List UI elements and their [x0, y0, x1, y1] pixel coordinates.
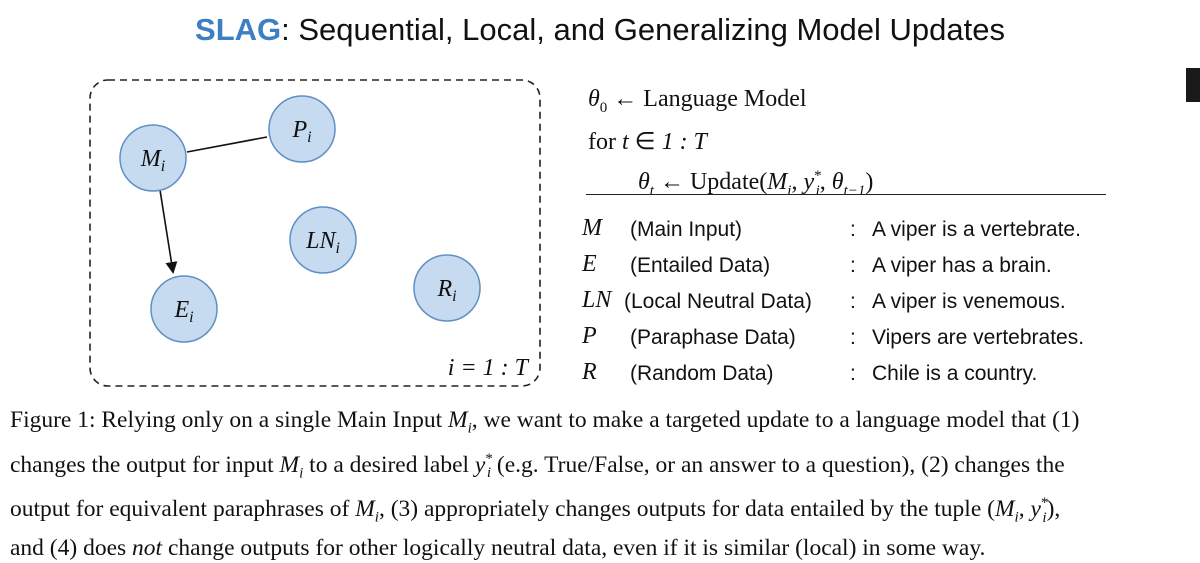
plate-label: i = 1 : T [448, 355, 530, 381]
update-algorithm: θ0 ← Language Model for t ∈ 1 : T θt ← U… [588, 82, 873, 208]
algo-line-3: θt ← Update(Mi, y*i, θt−1) [638, 167, 874, 199]
node-m: Mi [119, 124, 187, 192]
edge-m-to-p [186, 136, 268, 153]
divider-line [586, 194, 1106, 195]
graphical-model-diagram: Mi Pi LNi Ri Ei i = 1 : T [89, 79, 541, 387]
node-p: Pi [268, 95, 336, 163]
node-r-label: Ri [436, 276, 456, 305]
node-ln: LNi [289, 206, 357, 274]
algo-line-2: for t ∈ 1 : T [588, 128, 707, 155]
plate-box [89, 79, 541, 387]
node-m-label: Mi [140, 146, 165, 175]
scrollbar-thumb[interactable] [1186, 68, 1200, 102]
figure-caption: Figure 1: Relying only on a single Main … [10, 405, 1195, 563]
caption-line-1: Figure 1: Relying only on a single Main … [10, 407, 1080, 437]
node-e: Ei [150, 275, 218, 343]
title-rest: : Sequential, Local, and Generalizing Mo… [281, 12, 1005, 47]
caption-line-3: output for equivalent paraphrases of Mi,… [10, 495, 1061, 526]
figure-title: SLAG: Sequential, Local, and Generalizin… [0, 12, 1200, 48]
edge-m-to-e [159, 189, 178, 274]
caption-line-4: and (4) does not change outputs for othe… [10, 534, 986, 561]
node-ln-label: LNi [305, 228, 340, 257]
algo-line-1: θ0 ← Language Model [588, 86, 807, 116]
node-p-label: Pi [291, 117, 311, 146]
node-r: Ri [413, 254, 481, 322]
node-e-label: Ei [173, 297, 193, 326]
caption-line-2: changes the output for input Mi to a des… [10, 450, 1065, 482]
title-acronym: SLAG [195, 12, 282, 47]
